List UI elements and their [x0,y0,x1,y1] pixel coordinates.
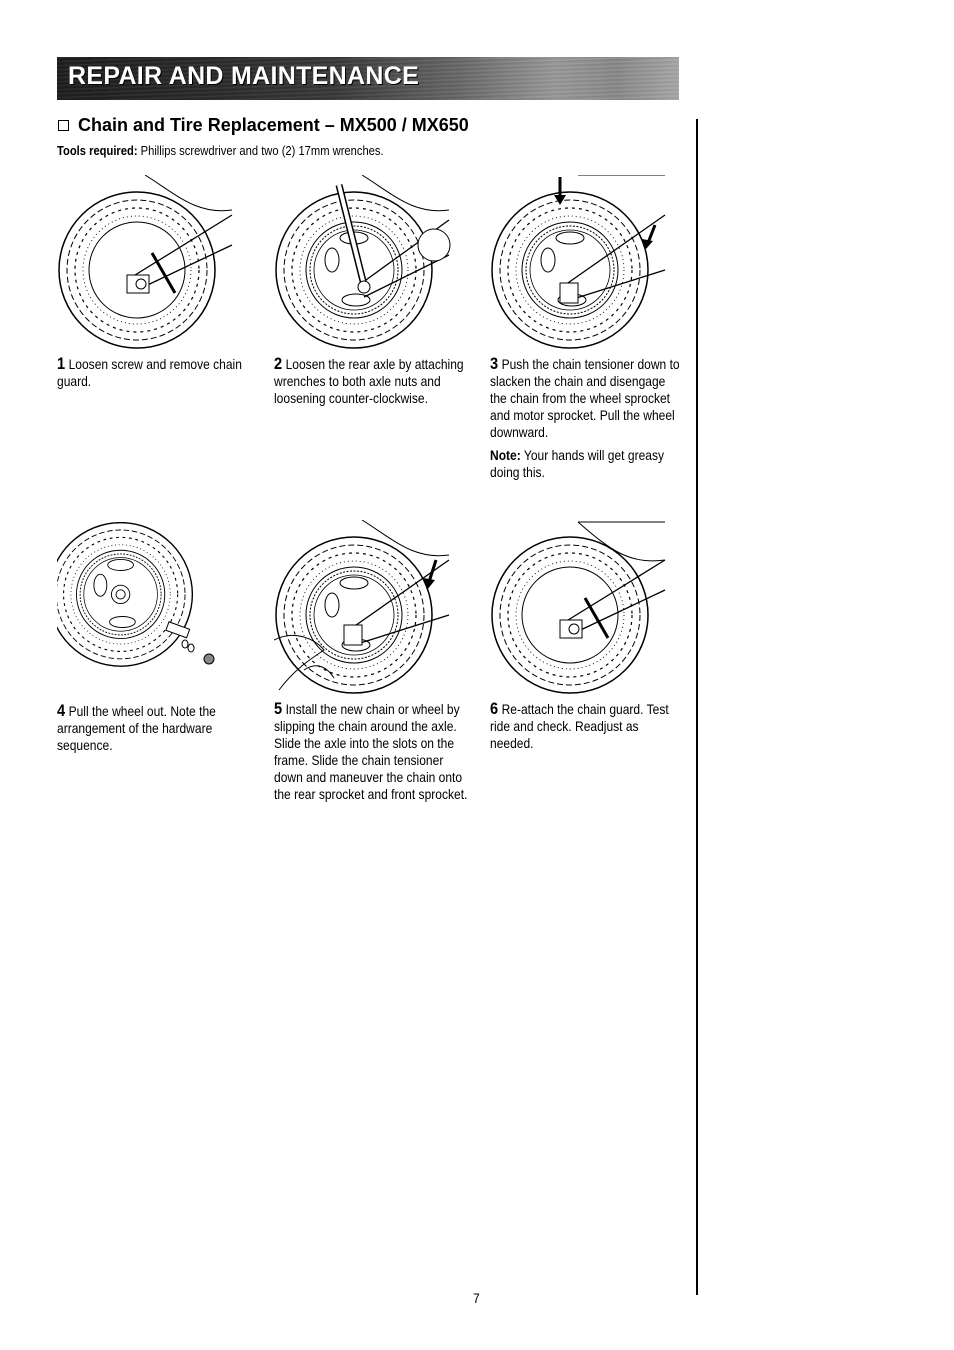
step-text: Re-attach the chain guard. Test ride and… [490,701,669,751]
page-title: REPAIR AND MAINTENANCE [68,62,420,90]
section-header-bar: REPAIR AND MAINTENANCE [57,57,679,100]
step-number: 3 [490,354,499,373]
wheel-reattach-illustration [491,521,666,694]
tools-required: Tools required: Phillips screwdriver and… [57,143,384,158]
step-text: Loosen screw and remove chain guard. [57,356,242,389]
page-number: 7 [473,1290,480,1306]
step-number: 6 [490,699,499,718]
note-text: Your hands will get greasy doing this. [490,447,665,480]
wheel-screwdriver-illustration [58,175,233,349]
section-heading: Chain and Tire Replacement – MX500 / MX6… [58,115,469,136]
wheel-install-illustration [274,520,450,694]
wheel-removed-illustration [57,522,215,667]
step-number: 1 [57,354,66,373]
step-text: Install the new chain or wheel by slippi… [274,701,468,802]
step-text: Push the chain tensioner down to slacken… [490,356,680,440]
tools-text: Phillips screwdriver and two (2) 17mm wr… [137,143,384,158]
column-divider [696,119,698,1295]
section-title: Chain and Tire Replacement – MX500 / MX6… [78,115,469,135]
tools-label: Tools required: [57,143,138,158]
checkbox-icon [58,120,69,131]
wheel-chain-tensioner-illustration [491,175,666,349]
step-note: Note: Your hands will get greasy doing t… [490,447,684,481]
step-text: Loosen the rear axle by attaching wrench… [274,356,464,406]
step-number: 2 [274,354,283,373]
step-number: 4 [57,701,66,720]
step-text: Pull the wheel out. Note the arrangement… [57,703,216,753]
step-number: 5 [274,699,283,718]
note-label: Note: [490,447,521,463]
wheel-wrench-illustration [275,175,451,349]
